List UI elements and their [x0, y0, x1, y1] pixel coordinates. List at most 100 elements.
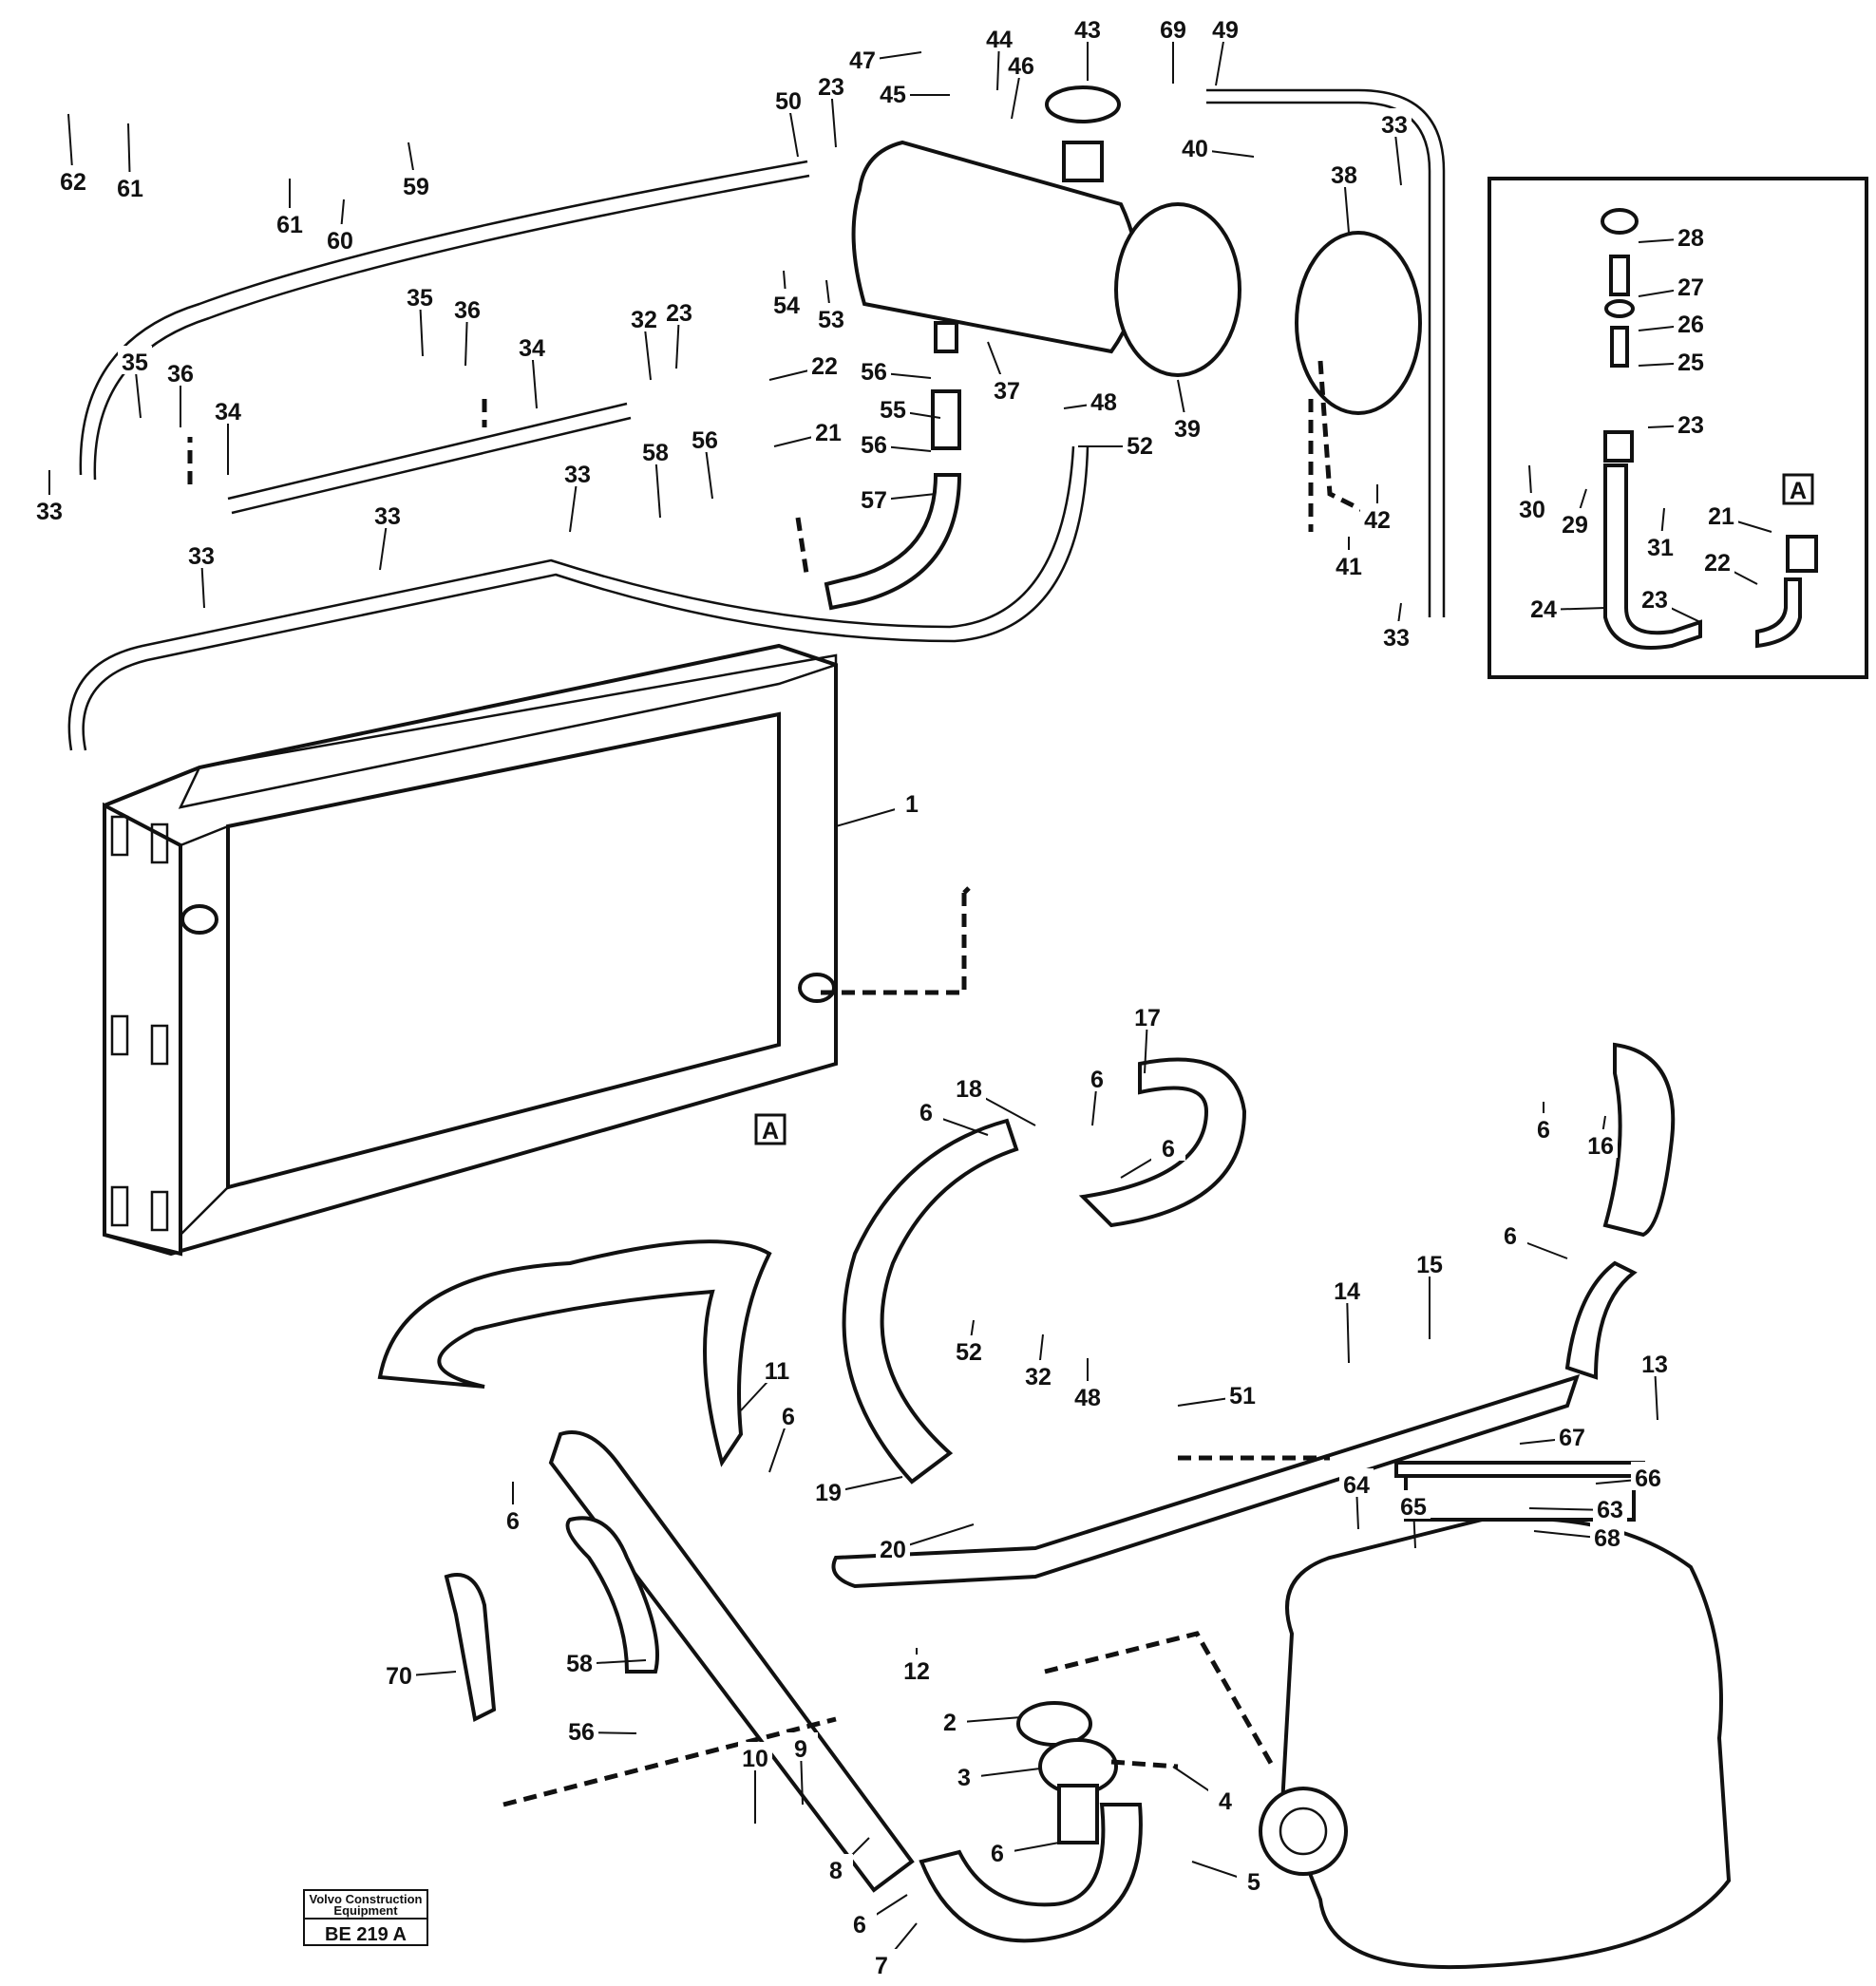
callout-56-2: 56: [861, 432, 887, 459]
callout-6-8: 6: [1504, 1223, 1517, 1250]
callout-61-2: 61: [276, 212, 303, 238]
callout-bg-55-1: [876, 393, 910, 422]
callout-33-6: 33: [1383, 625, 1410, 652]
callout-bg-66-1: [1631, 1462, 1665, 1490]
callout-6-7: 6: [1537, 1117, 1550, 1144]
callout-bg-63-1: [1593, 1493, 1627, 1522]
callout-7-1: 7: [875, 1953, 888, 1979]
callout-bg-70-1: [382, 1659, 416, 1688]
callout-bg-34-2: [211, 395, 245, 424]
callout-51-1: 51: [1229, 1383, 1256, 1409]
callout-bg-23-3: [1674, 408, 1708, 437]
callout-21-2: 21: [1708, 503, 1734, 530]
callout-bg-30-1: [1515, 493, 1549, 521]
callout-bg-26-1: [1674, 308, 1708, 336]
callout-43-1: 43: [1074, 17, 1101, 44]
callout-bg-4-1: [1208, 1785, 1242, 1813]
callout-bg-6-6: [1151, 1132, 1185, 1161]
callout-18-1: 18: [956, 1076, 982, 1103]
callout-38-1: 38: [1331, 162, 1357, 189]
callout-20-1: 20: [880, 1537, 906, 1563]
callout-bg-64-1: [1339, 1468, 1374, 1497]
callout-bg-59-1: [399, 170, 433, 199]
callout-bg-57-1: [857, 483, 891, 512]
callout-30-1: 30: [1519, 497, 1545, 523]
callout-56-3: 56: [692, 427, 718, 454]
upper-pipework: [67, 88, 1446, 751]
stamp-code: BE 219 A: [325, 1924, 407, 1945]
callout-bg-51-1: [1225, 1379, 1260, 1408]
callout-22-1: 22: [811, 353, 838, 380]
callout-58-2: 58: [566, 1651, 593, 1677]
callout-57-1: 57: [861, 487, 887, 514]
callout-bg-38-1: [1327, 159, 1361, 187]
callout-bg-6-2: [496, 1504, 530, 1533]
callout-bg-1-1: [895, 787, 929, 816]
callout-59-1: 59: [403, 174, 429, 200]
callout-bg-23-2: [662, 296, 696, 325]
callout-bg-5-1: [1237, 1865, 1271, 1894]
callout-bg-56-3: [688, 424, 722, 452]
callout-bg-21-2: [1704, 500, 1738, 528]
callout-bg-52-1: [1123, 429, 1157, 458]
callout-49-1: 49: [1212, 17, 1239, 44]
callout-bg-54-1: [769, 289, 804, 317]
callout-31-1: 31: [1647, 535, 1674, 561]
callout-33-1: 33: [36, 499, 63, 525]
callout-17-1: 17: [1134, 1005, 1161, 1031]
callout-bg-15-1: [1412, 1248, 1447, 1277]
callout-44-1: 44: [986, 27, 1013, 53]
callout-bg-31-1: [1643, 531, 1677, 559]
callout-bg-53-1: [814, 303, 848, 331]
callout-numbers: 1234566666666678910111213141516171819202…: [32, 13, 1738, 1979]
callout-bg-16-1: [1583, 1129, 1618, 1158]
callout-33-2: 33: [188, 543, 215, 570]
volvo-stamp: Volvo Construction Equipment BE 219 A: [303, 1889, 428, 1946]
stamp-line-2: Equipment: [333, 1903, 398, 1918]
lower-hoses: [377, 1042, 1676, 1943]
callout-bg-49-1: [1208, 13, 1242, 42]
callout-bg-6-4: [909, 1096, 943, 1125]
callout-bg-19-1: [811, 1476, 845, 1504]
callout-bg-14-1: [1330, 1275, 1364, 1303]
engine-block: [1259, 1461, 1732, 1970]
callout-33-3: 33: [374, 503, 401, 530]
callout-48-2: 48: [1074, 1385, 1101, 1411]
callout-bg-33-3: [370, 500, 405, 528]
callout-12-1: 12: [903, 1658, 930, 1685]
thermostat-housing: [1016, 1701, 1118, 1844]
leader-14-1: [1346, 1291, 1350, 1364]
callout-bg-3-1: [947, 1761, 981, 1789]
callout-bg-56-2: [857, 428, 891, 457]
callout-bg-35-2: [118, 346, 152, 374]
callout-6-2: 6: [506, 1508, 520, 1535]
callout-61-1: 61: [117, 176, 143, 202]
callout-56-4: 56: [568, 1719, 595, 1746]
callout-25-1: 25: [1677, 350, 1704, 376]
callout-bg-33-4: [560, 458, 595, 486]
callout-bg-41-1: [1332, 550, 1366, 578]
callout-63-1: 63: [1597, 1497, 1623, 1523]
callout-48-1: 48: [1090, 389, 1117, 416]
callout-bg-60-1: [323, 224, 357, 253]
callout-33-4: 33: [564, 462, 591, 488]
callout-bg-35-1: [403, 281, 437, 310]
callout-bg-23-1: [814, 70, 848, 99]
callout-70-1: 70: [386, 1663, 412, 1690]
callout-bg-40-1: [1178, 132, 1212, 161]
callout-bg-37-1: [990, 374, 1024, 403]
callout-bg-32-1: [627, 303, 661, 331]
callout-36-2: 36: [167, 361, 194, 388]
callout-bg-34-1: [515, 331, 549, 360]
callout-bg-69-1: [1156, 13, 1190, 42]
callout-35-1: 35: [407, 285, 433, 312]
callout-bg-6-5: [1080, 1063, 1114, 1091]
callout-bg-10-1: [738, 1742, 772, 1770]
callout-bg-11-1: [760, 1354, 794, 1383]
callout-27-1: 27: [1677, 274, 1704, 301]
inset-reference-tag-label: A: [1790, 478, 1807, 504]
callout-6-1: 6: [991, 1841, 1004, 1867]
inset-detail: A: [1488, 177, 1868, 679]
callout-23-3: 23: [1677, 412, 1704, 439]
callout-35-2: 35: [122, 350, 148, 376]
